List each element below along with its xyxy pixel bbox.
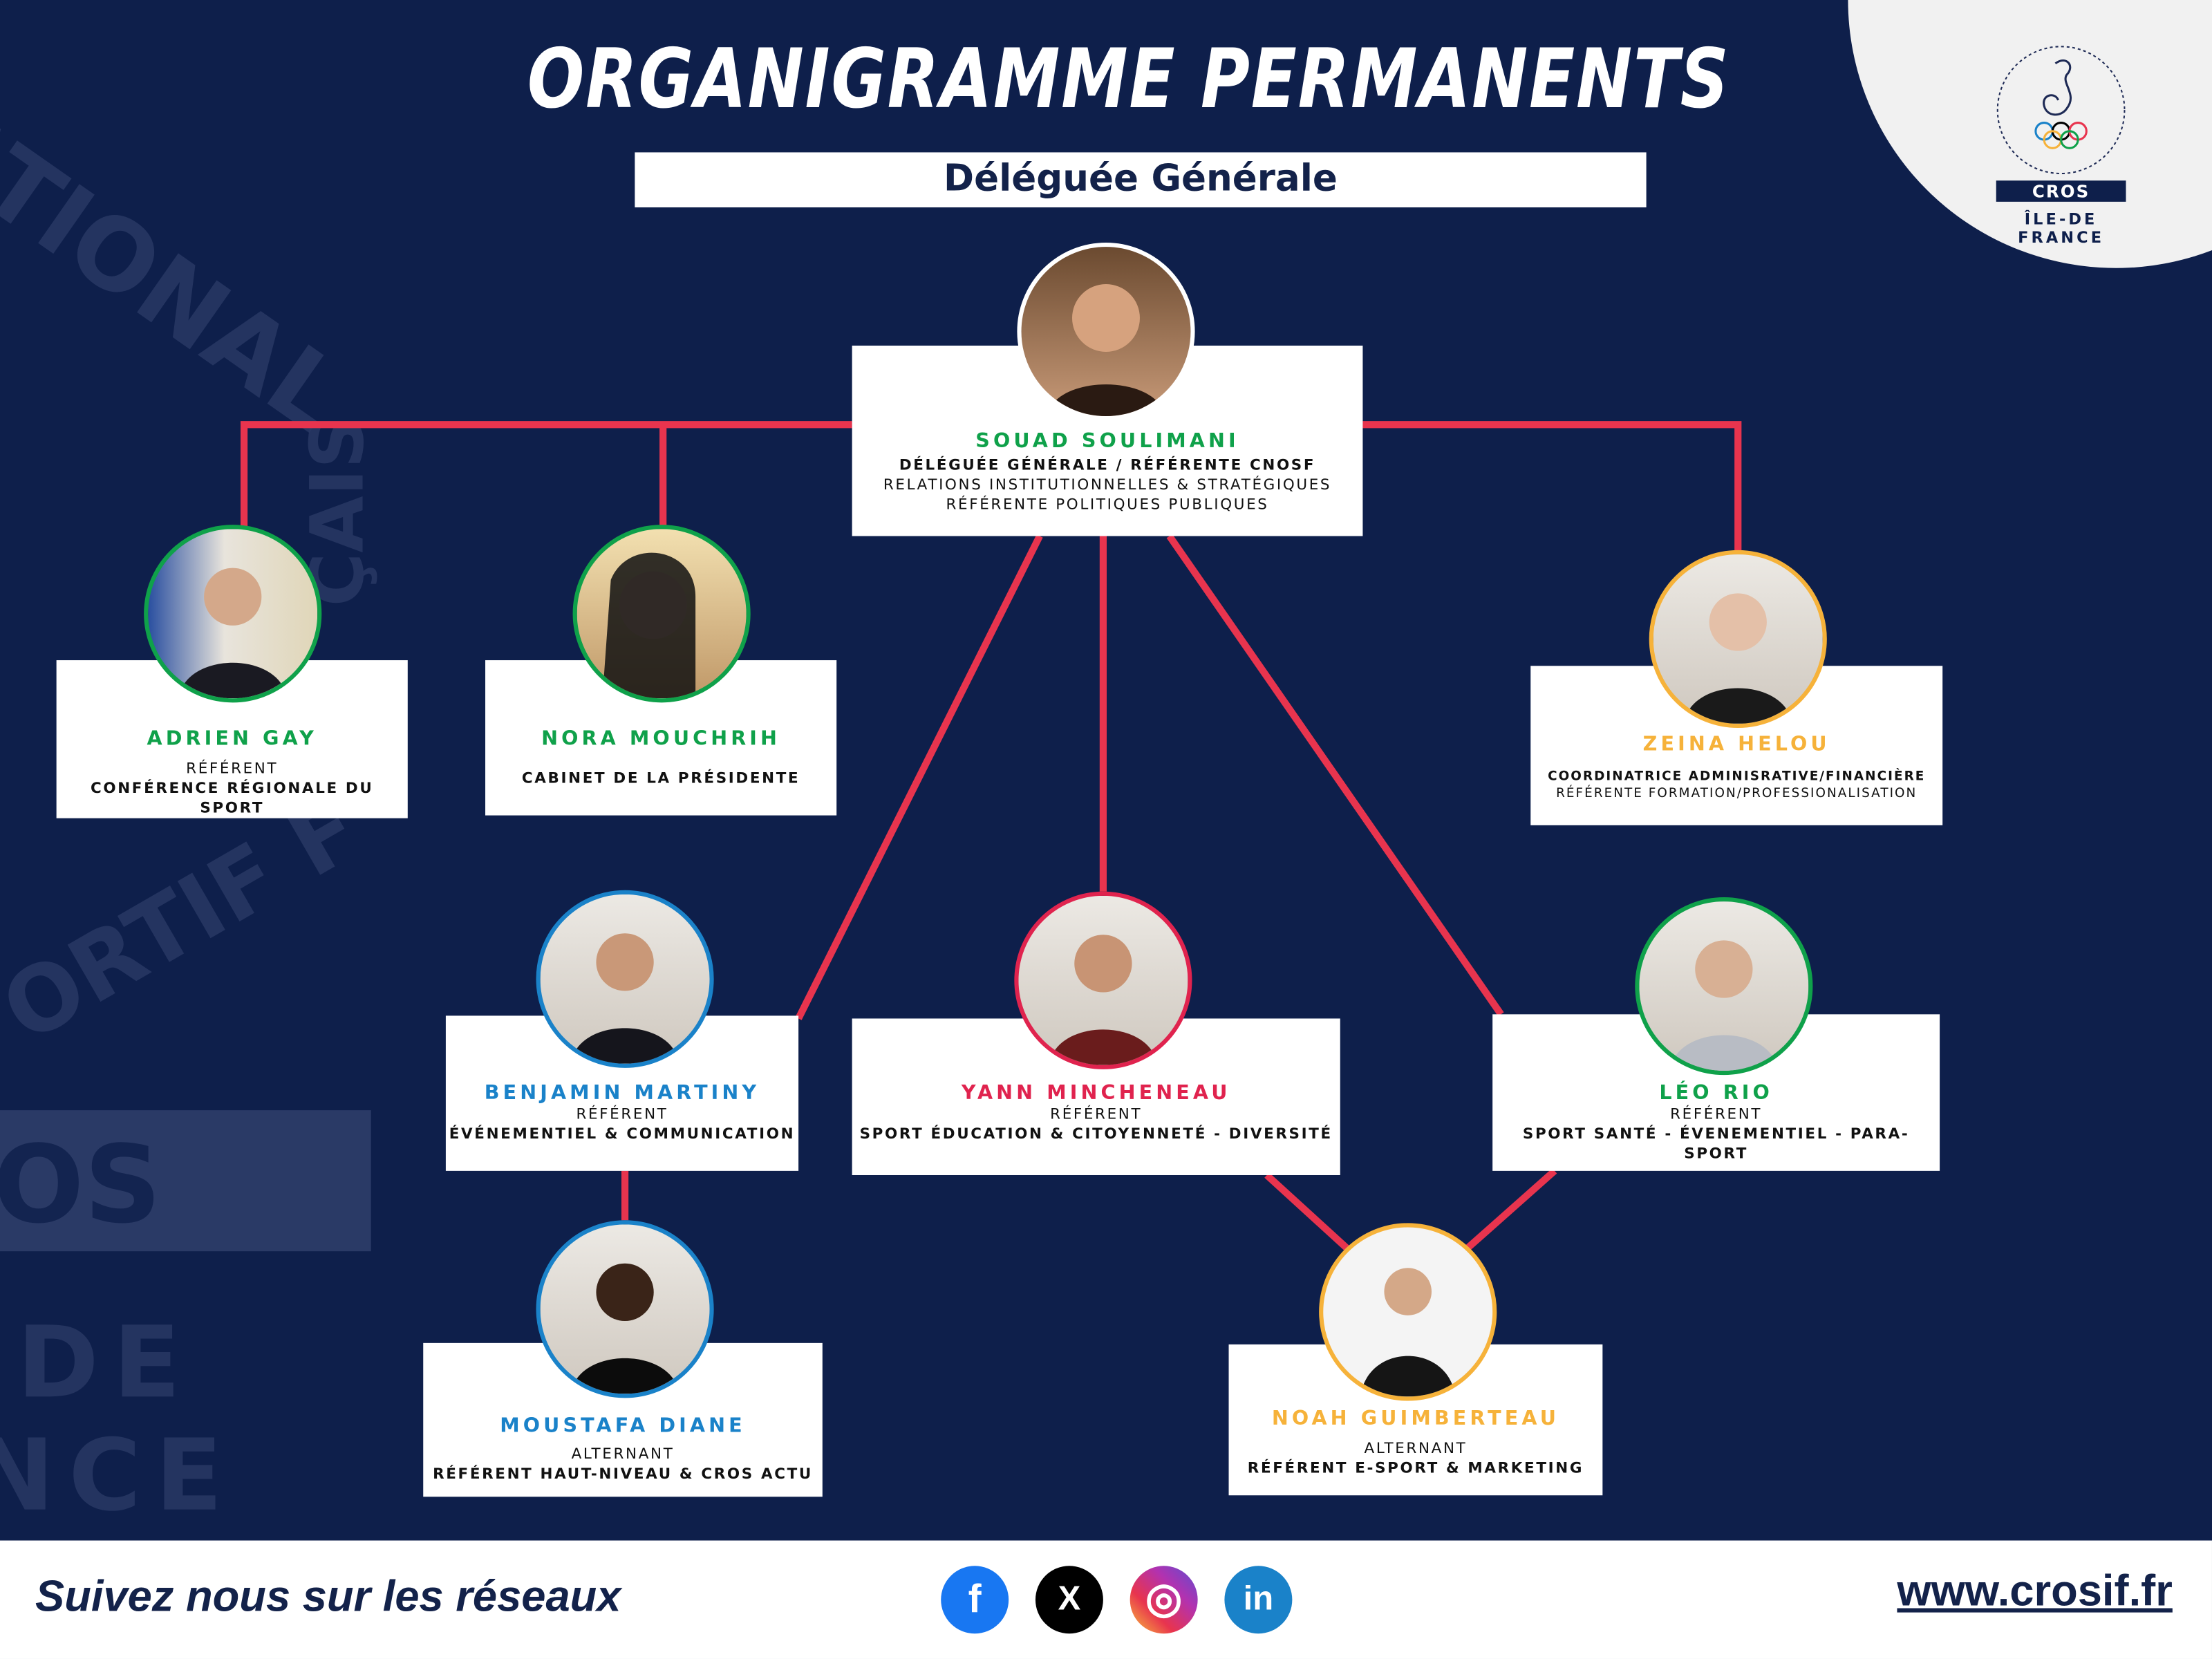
x-twitter-icon[interactable]: X	[1035, 1566, 1103, 1634]
person-role: ÉVÉNEMENTIEL & COMMUNICATION	[449, 1125, 796, 1143]
footer: Suivez nous sur les réseaux f X ◎ in www…	[0, 1540, 2212, 1659]
person-role: ALTERNANT	[1364, 1440, 1468, 1458]
person-role: RÉFÉRENT E-SPORT & MARKETING	[1247, 1460, 1584, 1477]
connector-line	[1166, 534, 1504, 1017]
person-name: MOUSTAFA DIANE	[500, 1414, 746, 1438]
page-title: ORGANIGRAMME PERMANENTS	[527, 30, 1730, 127]
person-role: RÉFÉRENTE POLITIQUES PUBLIQUES	[946, 496, 1269, 514]
person-role: COORDINATRICE ADMINISRATIVE/FINANCIÈRE	[1548, 770, 1926, 785]
person-role: RÉFÉRENT	[1670, 1105, 1763, 1123]
avatar-souad	[1017, 243, 1195, 421]
svg-text:CROS: CROS	[2032, 182, 2090, 202]
person-name: YANN MINCHENEAU	[961, 1082, 1231, 1105]
watermark-text: DE	[17, 1304, 195, 1421]
avatar-moustafa	[536, 1220, 714, 1398]
connector-line	[240, 421, 852, 529]
person-role: ALTERNANT	[571, 1445, 675, 1463]
person-role: RÉFÉRENT	[576, 1105, 668, 1123]
avatar-yann	[1014, 891, 1192, 1069]
person-card-yann: YANN MINCHENEAU RÉFÉRENT SPORT ÉDUCATION…	[852, 1018, 1340, 1175]
rooster-icon	[2043, 59, 2072, 116]
avatar-nora	[572, 525, 751, 703]
website-link[interactable]: www.crosif.fr	[1897, 1566, 2173, 1615]
svg-text:FRANCE: FRANCE	[2018, 229, 2104, 247]
cros-logo-emblem: CROS ÎLE-DE FRANCE	[1996, 46, 2126, 247]
avatar-zeina	[1649, 550, 1827, 729]
person-name: BENJAMIN MARTINY	[484, 1082, 760, 1105]
connector-line	[1362, 421, 1742, 553]
person-name: ADRIEN GAY	[147, 728, 317, 751]
avatar-benjamin	[536, 890, 714, 1068]
person-role: CONFÉRENCE RÉGIONALE DU SPORT	[90, 780, 374, 817]
person-role: SPORT SANTÉ - ÉVENEMENTIEL - PARA-SPORT	[1522, 1125, 1910, 1163]
person-role: CABINET DE LA PRÉSIDENTE	[521, 770, 800, 787]
watermark-text: NCE	[0, 1418, 237, 1534]
person-name: LÉO RIO	[1659, 1082, 1773, 1105]
avatar-noah	[1319, 1223, 1497, 1401]
connector-line	[795, 534, 1043, 1020]
person-role: RÉFÉRENT HAUT-NIVEAU & CROS ACTU	[433, 1465, 813, 1483]
svg-text:ÎLE-DE: ÎLE-DE	[2025, 209, 2098, 228]
person-role: SPORT ÉDUCATION & CITOYENNETÉ - DIVERSIT…	[859, 1125, 1333, 1143]
watermark-text: OS	[0, 1121, 162, 1248]
person-name: SOUAD SOULIMANI	[975, 430, 1239, 453]
section-banner: Déléguée Générale	[635, 152, 1647, 207]
connector-line	[1264, 1172, 1350, 1251]
person-role: RÉFÉRENT	[186, 760, 279, 778]
person-name: NOAH GUIMBERTEAU	[1271, 1407, 1560, 1431]
connector-line	[1465, 1168, 1557, 1251]
follow-us-text: Suivez nous sur les réseaux	[35, 1571, 621, 1621]
facebook-icon[interactable]: f	[941, 1566, 1009, 1634]
watermark-box	[0, 1110, 371, 1252]
person-role: DÉLÉGUÉE GÉNÉRALE / RÉFÉRENTE CNOSF	[899, 457, 1316, 474]
instagram-icon[interactable]: ◎	[1130, 1566, 1198, 1634]
linkedin-icon[interactable]: in	[1224, 1566, 1293, 1634]
avatar-adrien	[144, 525, 322, 703]
person-role: RELATIONS INSTITUTIONNELLES & STRATÉGIQU…	[883, 476, 1332, 494]
person-role: RÉFÉRENT	[1050, 1105, 1143, 1123]
avatar-leo	[1635, 897, 1813, 1076]
person-name: NORA MOUCHRIH	[541, 728, 781, 751]
person-name: ZEINA HELOU	[1642, 733, 1830, 756]
person-role: RÉFÉRENTE FORMATION/PROFESSIONALISATION	[1556, 787, 1918, 802]
